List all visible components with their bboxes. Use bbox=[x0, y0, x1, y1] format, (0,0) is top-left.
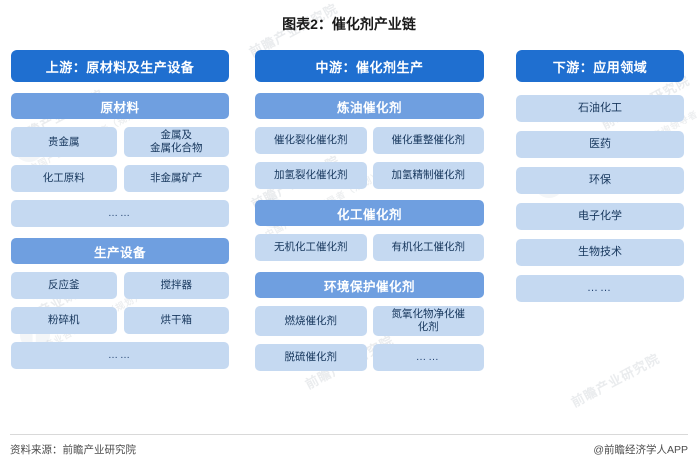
cell-row: 反应釜 搅拌器 bbox=[11, 272, 229, 299]
cell-item[interactable]: 烘干箱 bbox=[123, 307, 229, 334]
column-upstream: 上游：原材料及生产设备 原材料 贵金属 金属及金属化合物 化工原料 非金属矿产 … bbox=[11, 50, 229, 369]
cell-item[interactable]: 金属及金属化合物 bbox=[123, 127, 229, 157]
cell-row: 化工原料 非金属矿产 bbox=[11, 165, 229, 192]
cell-row: 粉碎机 烘干箱 bbox=[11, 307, 229, 334]
cell-item[interactable]: 生物技术 bbox=[516, 239, 684, 266]
cell-row: 医药 bbox=[516, 131, 684, 158]
column-header-downstream: 下游：应用领域 bbox=[516, 50, 684, 82]
attribution-note: @前瞻经济学人APP bbox=[593, 444, 688, 456]
section-raw-materials: 原材料 贵金属 金属及金属化合物 化工原料 非金属矿产 …… bbox=[11, 93, 229, 227]
cell-row: 贵金属 金属及金属化合物 bbox=[11, 127, 229, 157]
cell-item[interactable]: 氮氧化物净化催化剂 bbox=[372, 306, 484, 336]
cell-row: 燃烧催化剂 氮氧化物净化催化剂 bbox=[255, 306, 484, 336]
section-header-environmental-catalysts: 环境保护催化剂 bbox=[255, 272, 484, 298]
cell-row: …… bbox=[11, 200, 229, 227]
column-midstream: 中游：催化剂生产 炼油催化剂 催化裂化催化剂 催化重整催化剂 加氢裂化催化剂 加… bbox=[255, 50, 484, 371]
cell-row: 生物技术 bbox=[516, 239, 684, 266]
cell-item[interactable]: 石油化工 bbox=[516, 95, 684, 122]
cell-row: 石油化工 bbox=[516, 95, 684, 122]
section-refining-catalysts: 炼油催化剂 催化裂化催化剂 催化重整催化剂 加氢裂化催化剂 加氢精制催化剂 bbox=[255, 93, 484, 189]
section-chemical-catalysts: 化工催化剂 无机化工催化剂 有机化工催化剂 bbox=[255, 200, 484, 261]
section-header-chemical-catalysts: 化工催化剂 bbox=[255, 200, 484, 226]
section-header-raw-materials: 原材料 bbox=[11, 93, 229, 119]
cell-row: 电子化学 bbox=[516, 203, 684, 230]
cell-item[interactable]: 粉碎机 bbox=[11, 307, 117, 334]
cell-item[interactable]: 环保 bbox=[516, 167, 684, 194]
cell-item[interactable]: 非金属矿产 bbox=[123, 165, 229, 192]
cell-row: 催化裂化催化剂 催化重整催化剂 bbox=[255, 127, 484, 154]
section-header-refining-catalysts: 炼油催化剂 bbox=[255, 93, 484, 119]
cell-item[interactable]: 脱硫催化剂 bbox=[255, 344, 367, 371]
section-production-equipment: 生产设备 反应釜 搅拌器 粉碎机 烘干箱 …… bbox=[11, 238, 229, 369]
column-downstream: 下游：应用领域 石油化工 医药 环保 电子化学 生物技术 …… bbox=[516, 50, 684, 302]
cell-item[interactable]: 有机化工催化剂 bbox=[372, 234, 484, 261]
cell-item-ellipsis[interactable]: …… bbox=[11, 200, 229, 227]
cell-item[interactable]: 加氢精制催化剂 bbox=[372, 162, 484, 189]
cell-item[interactable]: 贵金属 bbox=[11, 127, 117, 157]
cell-item[interactable]: 催化重整催化剂 bbox=[372, 127, 484, 154]
cell-row: 加氢裂化催化剂 加氢精制催化剂 bbox=[255, 162, 484, 189]
cell-item[interactable]: 反应釜 bbox=[11, 272, 117, 299]
cell-item[interactable]: 化工原料 bbox=[11, 165, 117, 192]
section-header-production-equipment: 生产设备 bbox=[11, 238, 229, 264]
cell-item[interactable]: 燃烧催化剂 bbox=[255, 306, 367, 336]
cell-item[interactable]: 无机化工催化剂 bbox=[255, 234, 367, 261]
cell-item[interactable]: 催化裂化催化剂 bbox=[255, 127, 367, 154]
cell-row: …… bbox=[11, 342, 229, 369]
cell-row: …… bbox=[516, 275, 684, 302]
source-note: 资料来源：前瞻产业研究院 bbox=[10, 444, 136, 456]
watermark-text: 前瞻产业研究院 bbox=[568, 350, 663, 411]
cell-item-ellipsis[interactable]: …… bbox=[372, 344, 484, 371]
cell-row: 无机化工催化剂 有机化工催化剂 bbox=[255, 234, 484, 261]
cell-item[interactable]: 加氢裂化催化剂 bbox=[255, 162, 367, 189]
cell-item[interactable]: 医药 bbox=[516, 131, 684, 158]
column-header-upstream: 上游：原材料及生产设备 bbox=[11, 50, 229, 82]
footer-divider bbox=[10, 434, 688, 435]
cell-row: 脱硫催化剂 …… bbox=[255, 344, 484, 371]
page-title: 图表2：催化剂产业链 bbox=[282, 16, 416, 32]
cell-item-ellipsis[interactable]: …… bbox=[516, 275, 684, 302]
column-header-midstream: 中游：催化剂生产 bbox=[255, 50, 484, 82]
cell-item[interactable]: 电子化学 bbox=[516, 203, 684, 230]
cell-item-ellipsis[interactable]: …… bbox=[11, 342, 229, 369]
cell-item[interactable]: 搅拌器 bbox=[123, 272, 229, 299]
cell-row: 环保 bbox=[516, 167, 684, 194]
section-environmental-catalysts: 环境保护催化剂 燃烧催化剂 氮氧化物净化催化剂 脱硫催化剂 …… bbox=[255, 272, 484, 371]
